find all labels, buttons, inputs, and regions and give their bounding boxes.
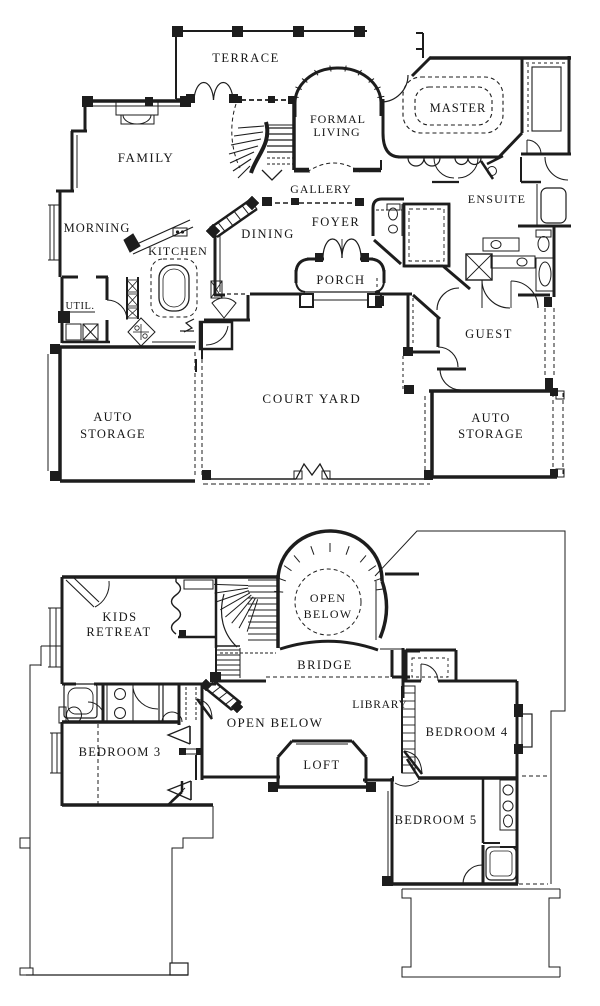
svg-text:AUTO: AUTO [93, 410, 132, 424]
svg-text:GUEST: GUEST [465, 327, 513, 341]
svg-text:AUTO: AUTO [471, 411, 510, 425]
svg-text:FAMILY: FAMILY [118, 150, 175, 165]
svg-text:COURT YARD: COURT YARD [262, 391, 361, 406]
svg-text:MORNING: MORNING [64, 221, 131, 235]
svg-text:LIBRARY: LIBRARY [352, 699, 407, 711]
svg-text:PORCH: PORCH [316, 273, 365, 287]
svg-text:UTIL.: UTIL. [65, 301, 94, 312]
svg-text:BEDROOM 4: BEDROOM 4 [426, 725, 509, 739]
svg-text:KIDS: KIDS [102, 610, 137, 624]
svg-text:BEDROOM 5: BEDROOM 5 [395, 813, 478, 827]
svg-text:FORMAL: FORMAL [310, 112, 366, 126]
svg-text:OPEN: OPEN [310, 591, 346, 605]
svg-text:STORAGE: STORAGE [80, 427, 146, 441]
svg-text:MASTER: MASTER [430, 101, 487, 115]
svg-text:BRIDGE: BRIDGE [297, 658, 353, 672]
svg-text:GALLERY: GALLERY [290, 182, 351, 196]
svg-text:FOYER: FOYER [312, 215, 360, 229]
svg-text:DINING: DINING [241, 227, 294, 241]
svg-text:ENSUITE: ENSUITE [468, 192, 526, 206]
svg-text:KITCHEN: KITCHEN [148, 244, 208, 258]
svg-text:BELOW: BELOW [304, 607, 353, 621]
svg-text:TERRACE: TERRACE [212, 51, 279, 65]
svg-text:OPEN BELOW: OPEN BELOW [227, 715, 323, 730]
svg-text:LOFT: LOFT [303, 758, 340, 772]
svg-text:STORAGE: STORAGE [458, 427, 524, 441]
svg-text:RETREAT: RETREAT [86, 625, 151, 639]
svg-text:LIVING: LIVING [313, 125, 360, 139]
svg-text:BEDROOM 3: BEDROOM 3 [79, 745, 162, 759]
